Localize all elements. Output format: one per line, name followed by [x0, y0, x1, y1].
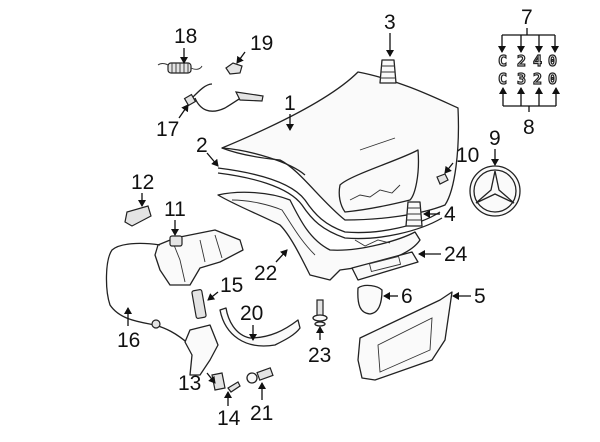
- callout-23: 23: [308, 344, 331, 367]
- release-cable-part: [105, 242, 191, 346]
- spring-part: [157, 62, 203, 74]
- handle-strip-part: [351, 251, 419, 281]
- callout-24: 24: [444, 243, 468, 266]
- callout-8: 8: [523, 116, 535, 139]
- bumper-3-part: [379, 59, 397, 84]
- switch-12-part: [124, 205, 152, 227]
- model-emblem-lower: C 3 2 0: [497, 69, 557, 88]
- emblem-lower-char: C: [498, 70, 507, 88]
- bolt-23-part: [312, 299, 328, 327]
- callout-13: 13: [178, 372, 201, 395]
- license-frame-part: [357, 291, 453, 381]
- emblem-lower-char: 0: [548, 70, 557, 88]
- callout-17: 17: [156, 118, 179, 141]
- callout-18: 18: [174, 25, 197, 48]
- callout-15: 15: [220, 274, 243, 297]
- callout-5: 5: [474, 285, 486, 308]
- inner-panel-part: [217, 191, 421, 281]
- callout-6: 6: [401, 285, 413, 308]
- callout-3: 3: [384, 11, 396, 34]
- callout-9: 9: [489, 127, 501, 150]
- callout-labels: 1 2 3 4 5 6 7 8 9 10 11 12 13 14 15 16 1…: [117, 6, 535, 430]
- callout-7: 7: [521, 6, 533, 29]
- callout-1: 1: [284, 92, 296, 115]
- nut-19-part: [225, 62, 243, 75]
- bolt-21-part: [246, 367, 274, 384]
- emblem-upper-char: 4: [533, 52, 542, 70]
- bumper-4-part: [405, 201, 423, 227]
- callout-16: 16: [117, 329, 140, 352]
- model-emblem-upper: C 2 4 0: [497, 51, 557, 70]
- callout-4: 4: [444, 203, 456, 226]
- star-emblem-part: [469, 165, 521, 217]
- bracket-arc-part: [219, 307, 301, 347]
- callout-19: 19: [250, 32, 273, 55]
- callout-10: 10: [456, 144, 479, 167]
- clip-10-part: [436, 173, 449, 185]
- socket-15-part: [191, 289, 207, 319]
- emblem-upper-char: C: [498, 52, 507, 70]
- emblem-bracket-7: [498, 28, 559, 53]
- emblem-upper-char: 0: [548, 52, 557, 70]
- emblem-bracket-8: [499, 87, 560, 112]
- cable-bracket-part: [183, 83, 264, 112]
- lock-actuator-part: [154, 229, 244, 286]
- cable-ferrule: [151, 319, 161, 329]
- trunk-seal-part: [217, 167, 443, 240]
- emblem-upper-char: 2: [517, 52, 526, 70]
- callout-11: 11: [164, 198, 186, 221]
- trunk-lid-part: [221, 71, 460, 221]
- callout-12: 12: [131, 171, 154, 194]
- clip-14-part: [227, 381, 241, 393]
- callout-21: 21: [250, 402, 273, 425]
- emblem-lower-char: 2: [533, 70, 542, 88]
- cover-6-part: [357, 284, 383, 315]
- leader-lines: [124, 33, 499, 406]
- emblem-lower-char: 3: [517, 70, 526, 88]
- callout-2: 2: [196, 134, 208, 157]
- callout-22: 22: [254, 262, 277, 285]
- callout-20: 20: [240, 302, 263, 325]
- callout-14: 14: [217, 407, 241, 430]
- lower-lock-part: [184, 324, 219, 376]
